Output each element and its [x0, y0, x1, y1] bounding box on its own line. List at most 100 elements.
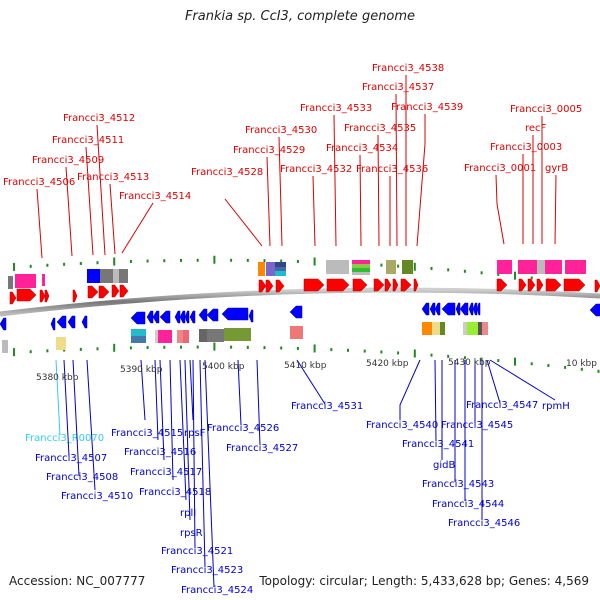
feature-box[interactable] — [352, 260, 370, 264]
reverse-gene-arrow[interactable] — [146, 310, 154, 324]
reverse-gene-arrow[interactable] — [248, 309, 254, 323]
feature-box[interactable] — [352, 272, 370, 275]
reverse-gene-arrow[interactable] — [159, 310, 171, 324]
forward-gene-arrow[interactable] — [265, 279, 274, 293]
gene-label[interactable]: Francci3_4534 — [326, 143, 398, 154]
feature-box[interactable] — [565, 260, 586, 274]
forward-gene-arrow[interactable] — [400, 278, 412, 292]
gene-label[interactable]: Francci3_4535 — [344, 123, 416, 134]
forward-gene-arrow[interactable] — [392, 278, 399, 292]
forward-gene-arrow[interactable] — [16, 288, 37, 302]
gene-label[interactable]: Francci3_4531 — [291, 401, 363, 412]
gene-label[interactable]: Francci3_4523 — [171, 565, 243, 576]
forward-gene-arrow[interactable] — [326, 278, 350, 292]
feature-box[interactable] — [432, 322, 440, 335]
feature-box[interactable] — [463, 322, 467, 335]
gene-label[interactable]: Francci3_4532 — [280, 164, 352, 175]
gene-label[interactable]: rpsF — [184, 428, 206, 439]
feature-box[interactable] — [266, 262, 275, 276]
feature-box[interactable] — [119, 269, 128, 283]
feature-box[interactable] — [183, 330, 189, 343]
reverse-gene-arrow[interactable] — [476, 302, 481, 316]
reverse-gene-arrow[interactable] — [221, 307, 249, 321]
reverse-gene-arrow[interactable] — [206, 308, 219, 322]
feature-box[interactable] — [131, 336, 146, 343]
reverse-gene-arrow[interactable] — [421, 302, 430, 316]
gene-label[interactable]: Francci3_4509 — [32, 155, 104, 166]
gene-label[interactable]: rplI — [180, 508, 196, 519]
feature-box[interactable] — [422, 322, 432, 335]
gene-label[interactable]: Francci3_4515 — [111, 428, 183, 439]
reverse-gene-arrow[interactable] — [81, 315, 88, 329]
feature-box[interactable] — [199, 329, 207, 342]
gene-label[interactable]: rpmH — [542, 401, 570, 412]
forward-gene-arrow[interactable] — [352, 278, 368, 292]
forward-gene-arrow[interactable] — [258, 279, 267, 293]
forward-gene-arrow[interactable] — [518, 278, 527, 292]
reverse-gene-arrow[interactable] — [198, 308, 208, 322]
feature-box[interactable] — [2, 340, 8, 353]
reverse-gene-arrow[interactable] — [67, 315, 76, 329]
forward-gene-arrow[interactable] — [545, 278, 562, 292]
feature-box[interactable] — [275, 262, 286, 267]
gene-label[interactable]: Francci3_4533 — [300, 103, 372, 114]
gene-label[interactable]: recF — [525, 123, 547, 134]
forward-gene-arrow[interactable] — [111, 284, 120, 298]
feature-box[interactable] — [100, 269, 114, 283]
reverse-gene-arrow[interactable] — [179, 310, 186, 324]
forward-gene-arrow[interactable] — [563, 278, 586, 292]
gene-label[interactable]: Francci3_4538 — [372, 63, 444, 74]
feature-box[interactable] — [87, 269, 100, 283]
gene-label[interactable]: Francci3_4528 — [191, 167, 263, 178]
reverse-gene-arrow[interactable] — [441, 302, 456, 316]
forward-gene-arrow[interactable] — [384, 278, 392, 292]
feature-box[interactable] — [8, 276, 13, 289]
forward-gene-arrow[interactable] — [119, 284, 129, 298]
forward-gene-arrow[interactable] — [527, 278, 536, 292]
reverse-gene-arrow[interactable] — [434, 302, 441, 316]
gene-label[interactable]: Francci3_4506 — [3, 177, 75, 188]
gene-label[interactable]: Francci3_4543 — [422, 479, 494, 490]
gene-label[interactable]: Francci3_4512 — [63, 113, 135, 124]
forward-gene-arrow[interactable] — [39, 289, 46, 303]
reverse-gene-arrow[interactable] — [455, 302, 461, 316]
gene-label[interactable]: Francci3_4518 — [139, 487, 211, 498]
reverse-gene-arrow[interactable] — [50, 317, 56, 331]
gene-label[interactable]: Francci3_4545 — [441, 420, 513, 431]
gene-label[interactable]: Francci3_4513 — [77, 172, 149, 183]
gene-label[interactable]: Francci3_4536 — [356, 164, 428, 175]
forward-gene-arrow[interactable] — [536, 278, 544, 292]
feature-box[interactable] — [207, 329, 224, 342]
reverse-gene-arrow[interactable] — [472, 302, 478, 316]
feature-box[interactable] — [290, 326, 303, 339]
gene-label[interactable]: gidB — [433, 460, 455, 471]
feature-box[interactable] — [177, 330, 183, 343]
gene-label[interactable]: Francci3_0001 — [464, 163, 536, 174]
gene-label[interactable]: gyrB — [545, 163, 568, 174]
gene-label[interactable]: Francci3_4511 — [52, 135, 124, 146]
feature-box[interactable] — [386, 260, 396, 274]
reverse-gene-arrow[interactable] — [189, 310, 196, 324]
feature-box[interactable] — [158, 330, 172, 343]
feature-box[interactable] — [42, 274, 45, 286]
feature-box[interactable] — [402, 260, 413, 274]
gene-label[interactable]: Francci3_4547 — [466, 400, 538, 411]
feature-box[interactable] — [518, 260, 528, 274]
gene-label[interactable]: Francci3_4521 — [161, 546, 233, 557]
feature-box[interactable] — [440, 322, 445, 335]
feature-box[interactable] — [224, 328, 251, 341]
gene-label[interactable]: Francci3_4541 — [402, 439, 474, 450]
feature-box[interactable] — [497, 260, 512, 274]
feature-box[interactable] — [528, 260, 537, 274]
forward-gene-arrow[interactable] — [496, 278, 508, 292]
gene-label[interactable]: Francci3_4526 — [207, 423, 279, 434]
forward-gene-arrow[interactable] — [594, 279, 600, 293]
reverse-gene-arrow[interactable] — [429, 302, 436, 316]
reverse-gene-arrow[interactable] — [0, 317, 7, 331]
gene-label[interactable]: Francci3_4544 — [432, 499, 504, 510]
feature-box[interactable] — [478, 322, 482, 335]
feature-box[interactable] — [56, 337, 66, 350]
forward-gene-arrow[interactable] — [72, 289, 78, 303]
gene-label[interactable]: Francci3_4540 — [366, 420, 438, 431]
gene-label[interactable]: Francci3_4539 — [391, 102, 463, 113]
